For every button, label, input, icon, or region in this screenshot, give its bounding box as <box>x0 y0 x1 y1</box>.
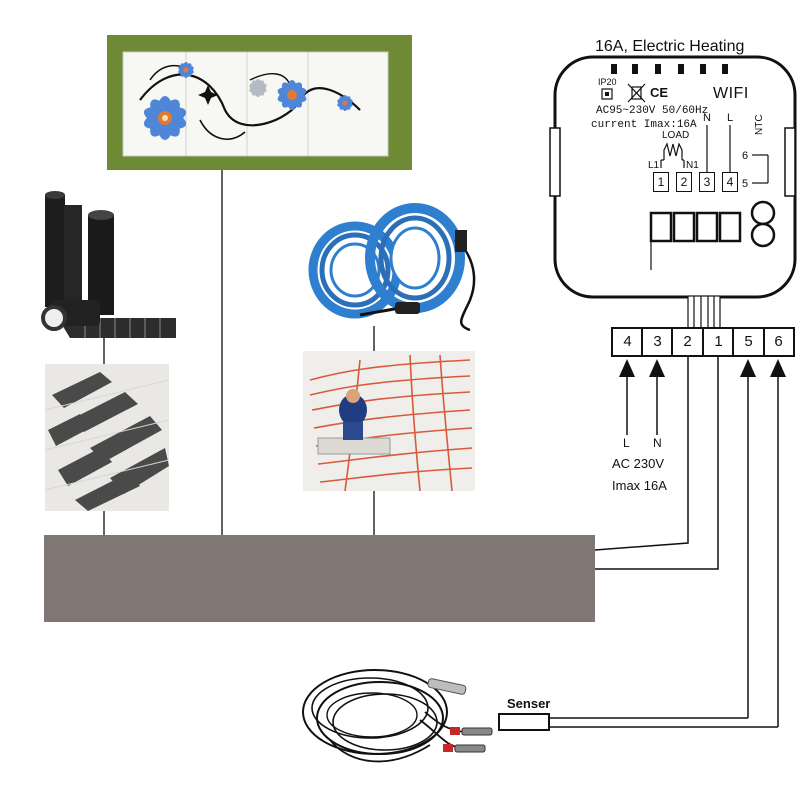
thermostat-title: 16A, Electric Heating <box>595 38 745 55</box>
power-l-label: L <box>623 436 630 450</box>
imax-label: Imax 16A <box>612 478 667 493</box>
ac-voltage-label: AC 230V <box>612 456 665 471</box>
pin-5-label: 5 <box>742 178 749 190</box>
terminal-strip <box>611 327 795 357</box>
cable-installation-photo <box>303 351 475 492</box>
voltage-spec: AC95~230V 50/60Hz <box>596 105 709 117</box>
load-wires <box>594 356 719 570</box>
product-connector-lines <box>103 170 375 535</box>
tile-heater-panel <box>107 35 412 170</box>
thermostat-terminal-1: 1 <box>653 172 669 192</box>
terminal-label-4: 4 <box>623 333 632 350</box>
terminal-label-1: 1 <box>714 333 723 350</box>
heating-film-rolls <box>41 191 176 338</box>
sensor-cable-bundle <box>302 669 493 763</box>
thermostat-terminal-3: 3 <box>699 172 715 192</box>
sensor-label: Senser <box>507 696 551 711</box>
pin-6-label: 6 <box>742 150 749 162</box>
n-pin-label: N <box>703 112 711 124</box>
sensor-wires <box>548 359 786 728</box>
terminal-label-6: 6 <box>774 333 783 350</box>
l1-label: L1 <box>648 160 660 171</box>
sensor-probe-icon <box>498 713 550 731</box>
thermostat-terminal-4: 4 <box>722 172 738 192</box>
power-n-label: N <box>653 436 662 450</box>
current-spec: current Imax:16A <box>591 119 697 131</box>
terminal-label-2: 2 <box>683 333 692 350</box>
l-pin-label: L <box>727 112 734 124</box>
heating-cable-coils <box>308 203 476 332</box>
terminal-label-5: 5 <box>744 333 753 350</box>
ntc-label: NTC <box>754 114 765 135</box>
thermostat-terminal-2: 2 <box>676 172 692 192</box>
thermostat-body <box>549 55 797 299</box>
terminal-label-3: 3 <box>653 333 662 350</box>
n1-label: N1 <box>686 160 699 171</box>
film-installation-photo <box>44 364 170 511</box>
power-input-arrows <box>619 359 665 435</box>
wifi-label: WIFI <box>713 85 749 102</box>
thermostat-connector <box>687 295 721 329</box>
load-label: LOAD <box>662 130 690 141</box>
heater-bar <box>44 535 595 622</box>
ip-rating-label: IP20 <box>598 77 617 87</box>
ce-mark: CE <box>650 85 669 100</box>
